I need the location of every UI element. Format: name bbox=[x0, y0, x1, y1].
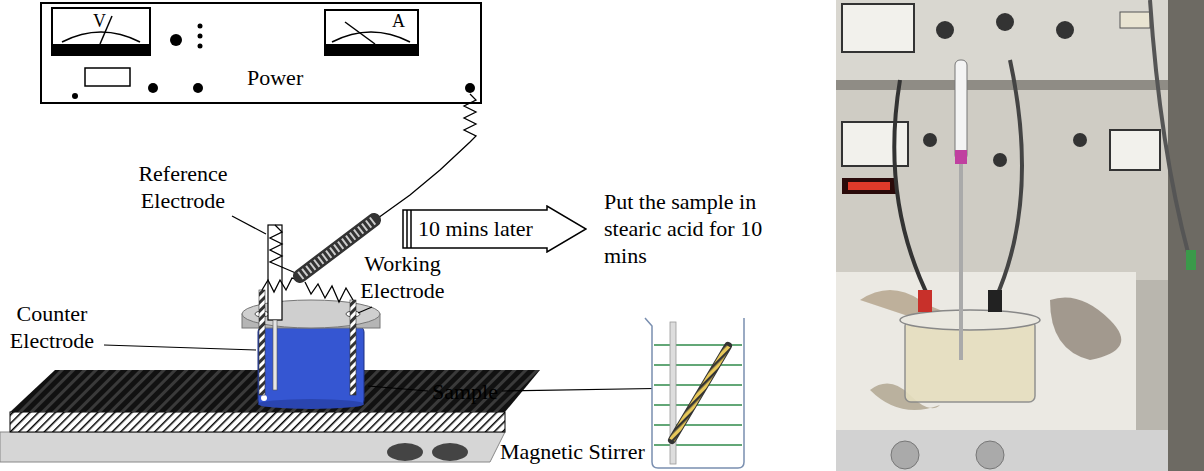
meter-symbol: A bbox=[392, 10, 405, 32]
voltmeter bbox=[52, 8, 150, 55]
part-label: Magnetic Stirrer bbox=[500, 438, 645, 465]
box-title: Power bbox=[247, 64, 303, 91]
arrow-tail-bar bbox=[406, 210, 408, 248]
part-label: Counter Electrode bbox=[0, 300, 104, 354]
lab-photo bbox=[836, 0, 1204, 471]
power-cable bbox=[300, 220, 374, 276]
leader-lines bbox=[104, 216, 685, 391]
ammeter bbox=[325, 10, 418, 55]
meter-symbol: V bbox=[93, 10, 106, 32]
part-label: Reference Electrode bbox=[128, 160, 238, 214]
arrow-tail-bar bbox=[410, 210, 412, 248]
part-label: Working Electrode bbox=[355, 250, 450, 304]
panel-controls bbox=[72, 24, 475, 100]
power-supply-box: Power bbox=[40, 2, 482, 104]
arrow-shape bbox=[403, 206, 586, 252]
part-label: Sample bbox=[432, 378, 498, 405]
arrow-text: 10 mins later bbox=[418, 215, 533, 242]
stearic-acid-beaker bbox=[645, 318, 744, 468]
step-note: Put the sample in stearic acid for 10 mi… bbox=[604, 188, 794, 269]
block-arrow: 10 mins later bbox=[402, 205, 587, 253]
